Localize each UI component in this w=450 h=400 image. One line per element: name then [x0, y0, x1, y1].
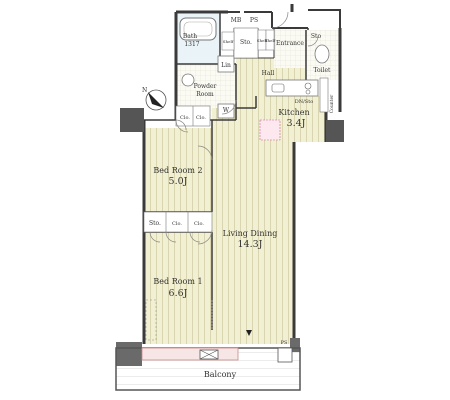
sto-small-label: Sto [311, 33, 322, 40]
balcony-divider [141, 347, 239, 361]
toilet-label: Toilet [314, 67, 332, 74]
entrance-label: Entrance [276, 40, 304, 47]
clo-br2-b-label: Clo. [196, 115, 206, 121]
sink-icon [271, 83, 285, 93]
window-marker-icon [246, 330, 252, 336]
balcony-box [277, 347, 293, 363]
column-bottom-left [116, 342, 142, 366]
counter-side [319, 77, 329, 113]
bath-label: Bath [183, 33, 197, 40]
column-bottom-right [290, 338, 300, 352]
mb-label: MB [231, 17, 242, 24]
shelf-a-box [221, 31, 235, 51]
stove-icon [304, 82, 312, 90]
bedroom1-size: 6.6J [169, 288, 188, 299]
w-label: W [223, 107, 230, 114]
dnsto-label: DN/Sto [295, 99, 314, 105]
closet-br1 [143, 211, 213, 233]
bedroom2-size: 5.0J [169, 176, 188, 187]
lin-label: Lin [221, 62, 231, 69]
clo-br1-b-label: Clo. [194, 221, 204, 227]
counter-label: Counter [329, 94, 335, 113]
balcony-label: Balcony [204, 370, 237, 379]
column-top-left [120, 108, 144, 132]
bath-size: 1317 [184, 41, 199, 48]
fridge-space [259, 119, 281, 141]
powder-label-1: Powder [194, 83, 217, 90]
column-right [326, 120, 344, 142]
storage-label: Sto. [240, 39, 252, 46]
shelf-c-box [265, 29, 275, 51]
ps-top-label: PS [250, 17, 258, 24]
bedroom1-floor [144, 232, 212, 344]
linen-box [217, 55, 235, 73]
shelf-c-label: Shelf [265, 38, 276, 43]
kitchen-label: Kitchen [278, 108, 309, 117]
living-floor [212, 108, 294, 344]
washbasin-icon [181, 73, 195, 87]
hall-label: Hall [262, 70, 275, 77]
dashed-area [145, 299, 157, 341]
shelf-a-label: Shelf [223, 39, 234, 44]
ps-bottom-label: PS [281, 340, 288, 346]
north-arrow-icon: N [142, 87, 167, 111]
washer-icon [217, 103, 235, 119]
entrance-floor [274, 28, 308, 68]
bathtub-icon [179, 17, 217, 41]
clo-br1-a-label: Clo. [172, 221, 182, 227]
bedroom2-floor [144, 128, 212, 212]
living-label: Living Dining [223, 229, 278, 238]
clo-br2-a-label: Clo. [180, 115, 190, 121]
sto-br1-label: Sto. [149, 220, 161, 227]
powder-label-2: Room [196, 91, 214, 98]
living-size: 14.3J [238, 239, 263, 250]
north-label: N [142, 87, 147, 94]
shelf-b-label: Shelf [257, 38, 268, 43]
kitchen-size: 3.4J [287, 118, 306, 129]
doors [149, 11, 319, 245]
toilet-icon [314, 44, 330, 64]
bedroom2-label: Bed Room 2 [153, 166, 202, 175]
bedroom1-label: Bed Room 1 [153, 277, 202, 286]
